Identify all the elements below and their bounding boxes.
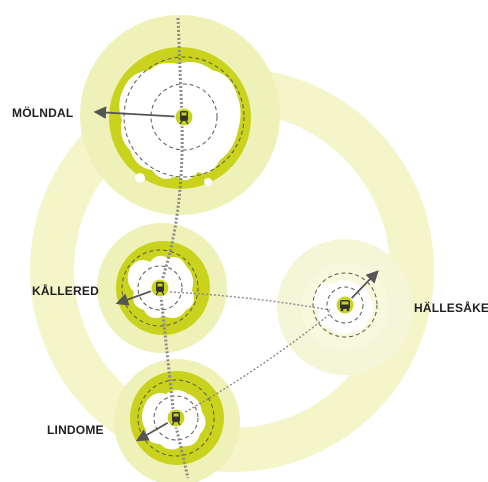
- train-icon: [150, 278, 170, 298]
- train-icon: [174, 107, 194, 127]
- train-icon: [166, 408, 186, 428]
- label-hallesaker: HÄLLESÅKER: [414, 301, 488, 315]
- bus-icon: [335, 295, 355, 315]
- label-kallered: KÅLLERED: [32, 284, 99, 298]
- label-lindome: LINDOME: [47, 423, 104, 437]
- bus-routes: [169, 291, 331, 415]
- dashed-rings: [121, 56, 378, 457]
- railway-line: [158, 17, 190, 479]
- label-molndal: MÖLNDAL: [12, 106, 74, 120]
